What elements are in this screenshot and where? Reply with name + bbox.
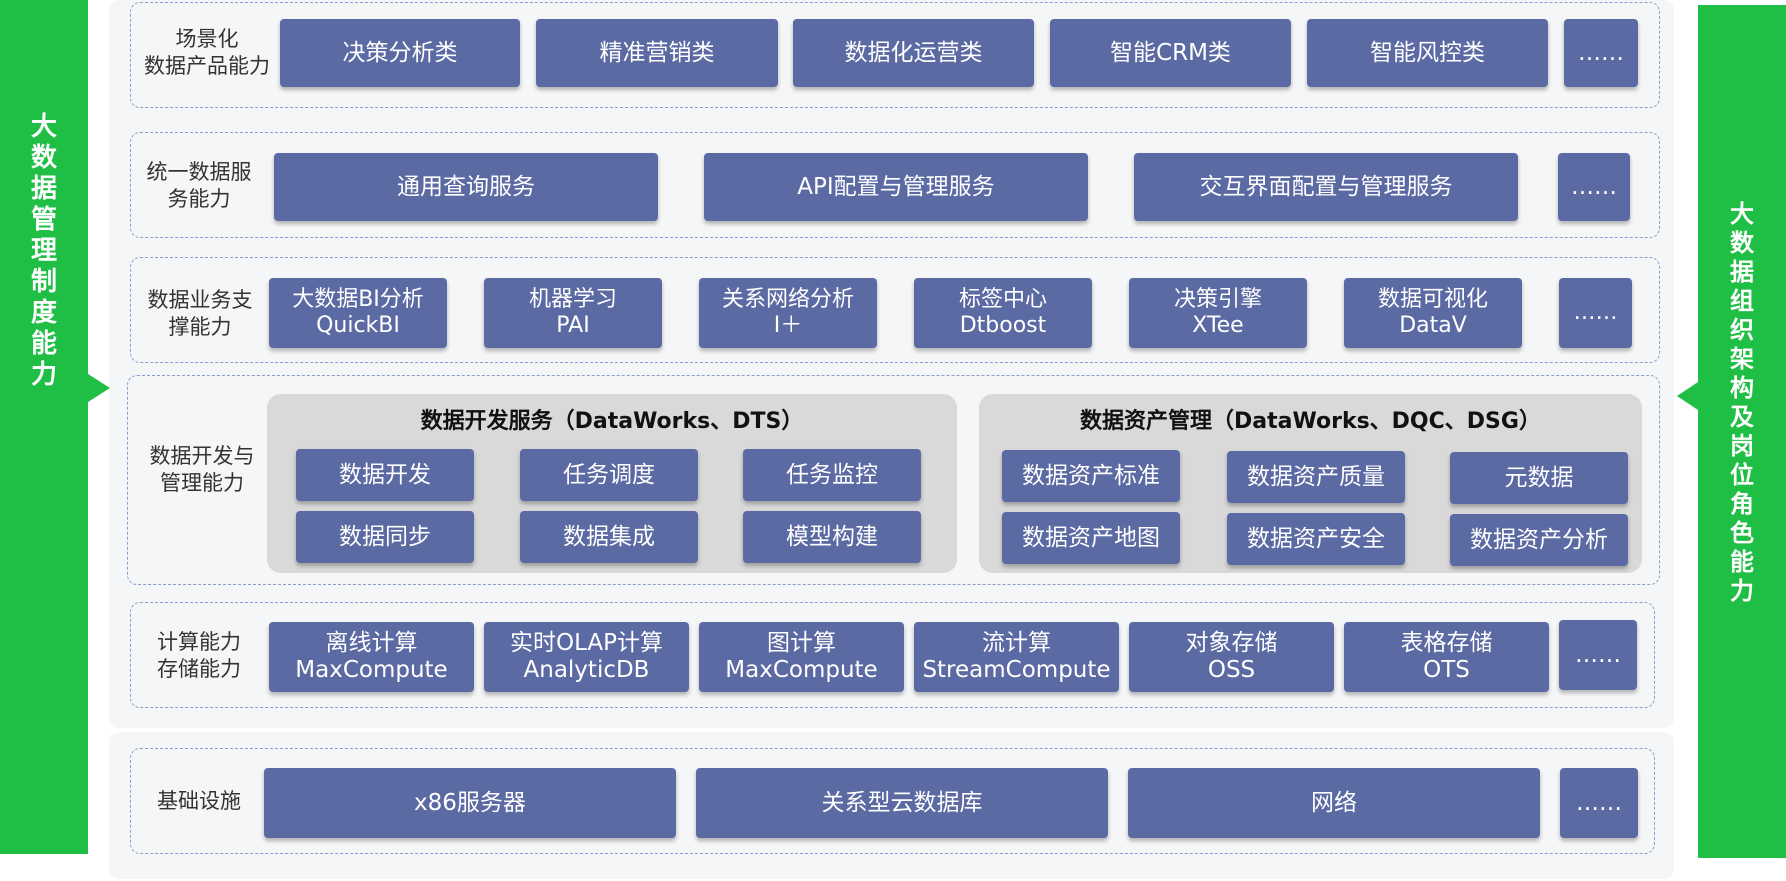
right-arrow [1677,382,1698,410]
infra-more-box: …… [1560,768,1638,838]
olap-compute-line2: AnalyticDB [523,657,650,683]
asset-security-box: 数据资产安全 [1227,513,1405,565]
pai-line1: 机器学习 [528,287,617,312]
tag-center-box: 标签中心 Dtboost [914,278,1092,348]
compute-label-line1: 计算能力 [157,630,241,654]
dev-label-line2: 管理能力 [160,471,244,495]
business-more-box: …… [1559,278,1632,348]
asset-standard-box: 数据资产标准 [1002,450,1180,502]
table-storage-box: 表格存储 OTS [1344,622,1549,692]
decision-analysis-box: 决策分析类 [280,19,520,87]
management-system-label: 大数据管理制度能力 [30,112,57,390]
data-operations-box: 数据化运营类 [793,19,1034,87]
network-box: 网络 [1128,768,1540,838]
scenario-label-line1: 场景化 [175,27,239,51]
tag-center-line1: 标签中心 [958,287,1047,312]
cloud-database-box: 关系型云数据库 [696,768,1108,838]
graph-compute-line2: MaxCompute [725,657,878,683]
graph-compute-line1: 图计算 [767,630,836,656]
network-analysis-line1: 关系网络分析 [721,287,854,312]
ui-config-box: 交互界面配置与管理服务 [1134,153,1518,221]
asset-map-box: 数据资产地图 [1002,512,1180,564]
scenario-layer [130,2,1660,108]
decision-engine-box: 决策引擎 XTee [1129,278,1307,348]
task-monitor-box: 任务监控 [743,449,921,501]
pai-line2: PAI [556,313,590,338]
scenario-layer-label: 场景化 数据产品能力 [134,26,280,80]
object-storage-box: 对象存储 OSS [1129,622,1334,692]
compute-more-box: …… [1559,620,1637,690]
business-label-line1: 数据业务支 [147,288,253,312]
network-analysis-line2: I＋ [773,313,803,338]
decision-engine-line2: XTee [1192,313,1244,338]
quickbi-line1: 大数据BI分析 [292,287,424,312]
organization-bar: 大数据组织架构及岗位角色能力 [1698,5,1786,858]
asset-quality-box: 数据资产质量 [1227,451,1405,503]
business-label-line2: 撑能力 [168,315,232,339]
business-layer-label: 数据业务支 撑能力 [130,287,270,341]
compute-label-line2: 存储能力 [157,657,241,681]
left-arrow [88,374,110,402]
offline-compute-line1: 离线计算 [325,630,418,656]
datav-line1: 数据可视化 [1377,287,1488,312]
data-dev-service-title: 数据开发服务（DataWorks、DTS） [420,409,804,434]
stream-compute-line2: StreamCompute [922,657,1111,683]
service-layer-label: 统一数据服 务能力 [134,159,264,213]
tag-center-line2: Dtboost [959,313,1047,338]
dev-layer [127,375,1660,585]
datav-box: 数据可视化 DataV [1344,278,1522,348]
data-asset-management-title: 数据资产管理（DataWorks、DQC、DSG） [1080,409,1541,434]
main-panel [109,0,1674,728]
compute-layer [130,602,1655,708]
network-analysis-box: 关系网络分析 I＋ [699,278,877,348]
graph-compute-box: 图计算 MaxCompute [699,622,904,692]
x86-server-box: x86服务器 [264,768,676,838]
olap-compute-line1: 实时OLAP计算 [509,630,664,656]
table-storage-line1: 表格存储 [1400,630,1493,656]
service-more-box: …… [1558,153,1630,221]
business-layer [130,257,1660,363]
olap-compute-box: 实时OLAP计算 AnalyticDB [484,622,689,692]
quickbi-line2: QuickBI [316,313,400,338]
infra-layer-label: 基础设施 [142,788,256,815]
pai-box: 机器学习 PAI [484,278,662,348]
offline-compute-line2: MaxCompute [295,657,448,683]
compute-layer-label: 计算能力 存储能力 [142,629,256,683]
organization-label: 大数据组织架构及岗位角色能力 [1730,200,1754,605]
business-more-label: …… [1573,300,1618,325]
data-integration-box: 数据集成 [520,511,698,563]
scenario-label-line2: 数据产品能力 [144,54,270,78]
compute-more-label: …… [1575,641,1621,668]
object-storage-line2: OSS [1207,657,1256,683]
scenario-more-box: …… [1564,19,1638,87]
general-query-box: 通用查询服务 [274,153,658,221]
asset-analysis-box: 数据资产分析 [1450,514,1628,566]
data-develop-box: 数据开发 [296,449,474,501]
api-config-box: API配置与管理服务 [704,153,1088,221]
dev-label-line1: 数据开发与 [149,444,255,468]
infra-layer [130,748,1655,854]
table-storage-line2: OTS [1423,657,1470,683]
smart-risk-box: 智能风控类 [1307,19,1548,87]
offline-compute-box: 离线计算 MaxCompute [269,622,474,692]
stream-compute-box: 流计算 StreamCompute [914,622,1119,692]
datav-line2: DataV [1399,313,1467,338]
model-build-box: 模型构建 [743,511,921,563]
service-layer [130,132,1660,238]
infra-label-line1: 基础设施 [157,789,241,813]
metadata-box: 元数据 [1450,452,1628,504]
data-sync-box: 数据同步 [296,511,474,563]
stream-compute-line1: 流计算 [982,630,1051,656]
task-schedule-box: 任务调度 [520,449,698,501]
precision-marketing-box: 精准营销类 [536,19,778,87]
service-label-line2: 务能力 [167,187,231,211]
service-label-line1: 统一数据服 [146,160,252,184]
decision-engine-line1: 决策引擎 [1173,287,1262,312]
management-system-bar: 大数据管理制度能力 [0,0,88,854]
quickbi-box: 大数据BI分析 QuickBI [269,278,447,348]
dev-layer-label: 数据开发与 管理能力 [138,443,266,497]
object-storage-line1: 对象存储 [1185,630,1278,656]
smart-crm-box: 智能CRM类 [1050,19,1291,87]
